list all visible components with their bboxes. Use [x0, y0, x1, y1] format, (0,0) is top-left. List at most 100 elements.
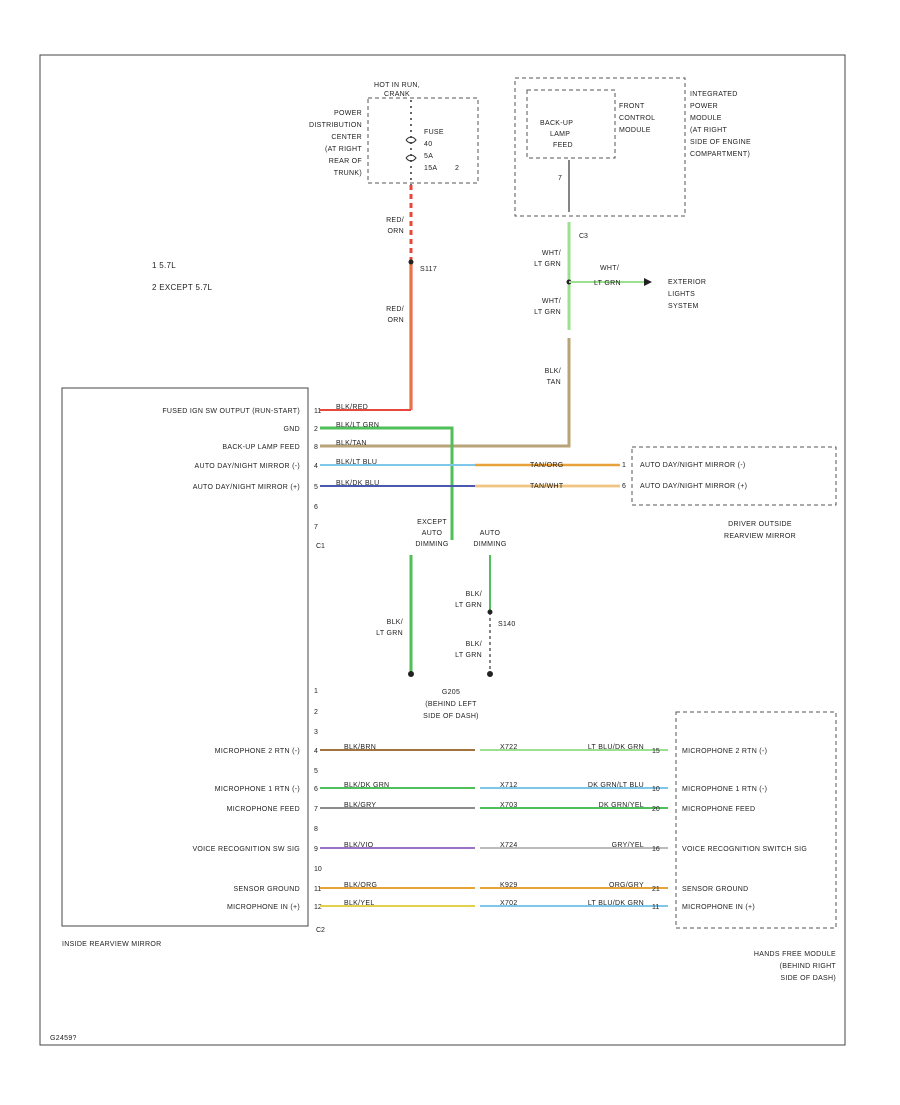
connector-c2: C2 [316, 927, 325, 934]
fcm-inner-3: FEED [553, 142, 573, 149]
fcm-label-1: FRONT [619, 103, 645, 110]
pdc-fuse-label: FUSE [424, 129, 444, 136]
wire-blk-ltgrn-label-3b: LT GRN [455, 652, 482, 659]
arrow-icon [644, 278, 652, 286]
hfm-pin: 10 [652, 786, 660, 793]
hfm-pin: 16 [652, 846, 660, 853]
wire-red-orn-label-1b: ORN [388, 228, 404, 235]
hfm-circuit: X722 [500, 744, 518, 751]
hfm-name-2: (BEHIND RIGHT [780, 963, 837, 970]
driver-mirror-row-2: AUTO DAY/NIGHT MIRROR (+) [640, 483, 747, 490]
ground-label-2: (BEHIND LEFT [425, 701, 477, 708]
integrated-power-module: BACK-UP LAMP FEED FRONT CONTROL MODULE I… [514, 77, 751, 240]
c2-wire-color: BLK/ORG [344, 882, 377, 889]
c1-wire-color: BLK/LT GRN [336, 422, 379, 429]
hfm-pin: 15 [652, 748, 660, 755]
ground-icon-2 [487, 671, 493, 677]
hfm-wire-color: DK GRN/YEL [599, 802, 644, 809]
hfm-label: SENSOR GROUND [682, 886, 749, 893]
pdc-label-4: (AT RIGHT [325, 146, 362, 153]
wire-blk-tan [320, 338, 571, 448]
wire-blk-tan-label-a: BLK/ [545, 368, 561, 375]
wire-wht-ltgrn-label-2a: WHT/ [600, 265, 619, 272]
c2-pin-label: VOICE RECOGNITION SW SIG [192, 846, 300, 853]
pdc-pin: 2 [455, 165, 459, 172]
driver-wire-1: TAN/ORG [530, 462, 563, 469]
driver-mirror-name-2: REARVIEW MIRROR [724, 533, 796, 540]
hfm-circuit: X724 [500, 842, 518, 849]
c1-wire-color: BLK/LT BLU [336, 459, 377, 466]
c1-wire-color: BLK/RED [336, 404, 368, 411]
driver-mirror-name-1: DRIVER OUTSIDE [728, 521, 792, 528]
pdc-hot-label-2: CRANK [384, 91, 410, 98]
ground-label-1: G205 [442, 689, 460, 696]
pdc-label-5: REAR OF [329, 158, 362, 165]
except-auto-label-1: EXCEPT [417, 519, 447, 526]
c1-pin-number: 2 [314, 426, 318, 433]
ipm-label-1: INTEGRATED [690, 91, 738, 98]
splice-s140-label: S140 [498, 621, 516, 628]
c1-wire-color: BLK/TAN [336, 440, 367, 447]
c1-pin-number: 8 [314, 444, 318, 451]
c2-pin-number: 2 [314, 709, 318, 716]
hands-free-module: HANDS FREE MODULE (BEHIND RIGHT SIDE OF … [480, 711, 837, 982]
driver-outside-mirror: AUTO DAY/NIGHT MIRROR (-) AUTO DAY/NIGHT… [631, 446, 837, 540]
wire-wht-ltgrn-label-3a: WHT/ [542, 298, 561, 305]
wire-red-orn-label-1a: RED/ [386, 217, 404, 224]
wire-blk-ltgrn-label-1b: LT GRN [376, 630, 403, 637]
c2-pin-label: MICROPHONE 1 RTN (-) [215, 786, 300, 793]
wire-wht-ltgrn-label-1b: LT GRN [534, 261, 561, 268]
c2-pin-number: 3 [314, 729, 318, 736]
c2-pin-number: 9 [314, 846, 318, 853]
c2-pin-number: 1 [314, 688, 318, 695]
ipm-box [514, 77, 686, 217]
hfm-wire-color: ORG/GRY [609, 882, 644, 889]
diagram-frame [39, 54, 846, 1046]
ipm-label-6: COMPARTMENT) [690, 151, 750, 158]
ground-label-3: SIDE OF DASH) [423, 713, 479, 720]
wire-blk-ltgrn-label-1a: BLK/ [387, 619, 403, 626]
c2-pin-number: 11 [314, 886, 321, 893]
driver-pin-2: 6 [622, 483, 626, 490]
hfm-label: MICROPHONE 2 RTN (-) [682, 748, 767, 755]
hfm-circuit: K929 [500, 882, 518, 889]
c1-pin-number: 4 [314, 463, 318, 470]
auto-dim-label-1: AUTO [480, 530, 501, 537]
pdc-label-3: CENTER [331, 134, 362, 141]
wire-blk-tan-label-b: TAN [547, 379, 561, 386]
wire-wht-ltgrn-label-1a: WHT/ [542, 250, 561, 257]
c1-pin-label: AUTO DAY/NIGHT MIRROR (-) [195, 463, 301, 470]
ipm-label-3: MODULE [690, 115, 722, 122]
pdc-hot-label: HOT IN RUN, [374, 82, 420, 89]
hfm-pin: 20 [652, 806, 660, 813]
wire-blk-ltgrn-label-2b: LT GRN [455, 602, 482, 609]
fuse-icon [405, 136, 417, 144]
ipm-label-4: (AT RIGHT [690, 127, 727, 134]
hfm-label: MICROPHONE 1 RTN (-) [682, 786, 767, 793]
c1-pin-label: BACK-UP LAMP FEED [222, 444, 300, 451]
hfm-pin: 11 [652, 904, 659, 911]
fuse-icon-2 [405, 154, 417, 162]
c2-pin-number: 12 [314, 904, 322, 911]
hfm-name-1: HANDS FREE MODULE [754, 951, 836, 958]
ext-lights-label-3: SYSTEM [668, 303, 699, 310]
c2-wire-color: BLK/DK GRN [344, 782, 389, 789]
hfm-circuit: X702 [500, 900, 518, 907]
wire-red-orn-label-2b: ORN [388, 317, 404, 324]
c2-pin-number: 7 [314, 806, 318, 813]
ground-icon [408, 671, 414, 677]
pdc-label-1: POWER [334, 110, 362, 117]
c1-wire-color: BLK/DK BLU [336, 480, 379, 487]
pdc-fuse-rating-1: 5A [424, 153, 433, 160]
pdc-label-2: DISTRIBUTION [309, 122, 362, 129]
fcm-box [526, 89, 616, 159]
pdc-fuse-rating-2: 15A [424, 165, 437, 172]
c2-pin-number: 4 [314, 748, 318, 755]
splice-s140 [487, 609, 493, 615]
c1-pin-label: FUSED IGN SW OUTPUT (RUN-START) [162, 408, 300, 415]
hfm-wire-color: DK GRN/LT BLU [588, 782, 644, 789]
